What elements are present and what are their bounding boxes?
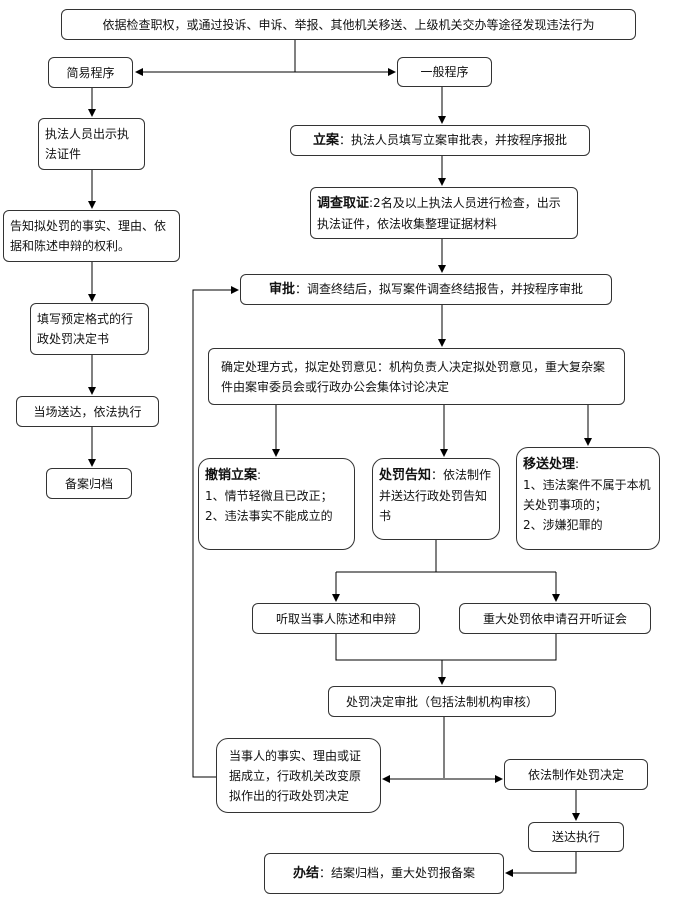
change-text: 当事人的事实、理由或证据成立，行政机关改变原拟作出的行政处罚决定	[229, 748, 362, 803]
approval-text: ：调查终结后，拟写案件调查终结报告，并按程序审批	[295, 282, 584, 296]
close-heading: 办结	[292, 866, 319, 881]
notice-box: 处罚告知：依法制作并送达行政处罚告知书	[372, 458, 500, 540]
decision-approval-text: 处罚决定审批（包括法制机构审核）	[345, 694, 538, 709]
simple-procedure-box: 简易程序	[48, 57, 133, 88]
filing-box: 立案：执法人员填写立案审批表，并按程序报批	[290, 125, 590, 156]
close-text: ：结案归档，重大处罚报备案	[319, 866, 476, 880]
step-text: 当场送达，依法执行	[33, 404, 142, 419]
hear-statement-box: 听取当事人陈述和申辩	[252, 603, 420, 634]
revoke-item: 1、情节轻微且已改正；	[205, 489, 333, 503]
revoke-item: 2、违法事实不能成立的	[205, 509, 333, 523]
general-procedure-label: 一般程序	[420, 65, 469, 79]
colon: :	[575, 457, 580, 471]
decision-approval-box: 处罚决定审批（包括法制机构审核）	[328, 686, 556, 717]
transfer-heading: 移送处理	[523, 457, 576, 472]
notice-heading: 处罚告知	[379, 468, 432, 483]
transfer-box: 移送处理: 1、违法案件不属于本机关处罚事项的； 2、涉嫌犯罪的	[516, 447, 660, 550]
notice-text: ：依法制作并送达行政处罚告知书	[379, 468, 492, 523]
simple-step-archive: 备案归档	[46, 468, 132, 499]
filing-heading: 立案	[312, 133, 339, 148]
step-text: 填写预定格式的行政处罚决定书	[37, 312, 134, 346]
close-box: 办结：结案归档，重大处罚报备案	[264, 853, 504, 894]
change-decision-box: 当事人的事实、理由或证据成立，行政机关改变原拟作出的行政处罚决定	[216, 738, 381, 813]
transfer-item: 1、违法案件不属于本机关处罚事项的；	[523, 478, 651, 512]
investigation-box: 调查取证:2名及以上执法人员进行检查，出示执法证件，依法收集整理证据材料	[310, 187, 578, 239]
step-text: 执法人员出示执法证件	[45, 127, 130, 161]
investigation-text: :2名及以上执法人员进行检查，出示执法证件，依法收集整理证据材料	[317, 195, 561, 231]
colon: :	[257, 468, 262, 482]
revoke-heading: 撤销立案	[205, 468, 258, 483]
start-text: 依据检查职权，或通过投诉、申诉、举报、其他机关移送、上级机关交办等途径发现违法行…	[102, 17, 595, 32]
deliver-box: 送达执行	[528, 822, 624, 852]
start-box: 依据检查职权，或通过投诉、申诉、举报、其他机关移送、上级机关交办等途径发现违法行…	[61, 9, 636, 40]
general-procedure-box: 一般程序	[397, 57, 492, 87]
hear-text: 听取当事人陈述和申辩	[275, 611, 396, 626]
transfer-item: 2、涉嫌犯罪的	[523, 518, 603, 532]
step-text: 告知拟处罚的事实、理由、依据和陈述申辩的权利。	[10, 219, 167, 253]
simple-step-fill-form: 填写预定格式的行政处罚决定书	[30, 303, 149, 355]
simple-step-deliver: 当场送达，依法执行	[16, 396, 159, 427]
filing-text: ：执法人员填写立案审批表，并按程序报批	[339, 133, 568, 147]
hearing-box: 重大处罚依申请召开听证会	[459, 603, 651, 634]
investigation-heading: 调查取证	[317, 195, 370, 211]
hearing-text: 重大处罚依申请召开听证会	[482, 611, 627, 626]
deliver-text: 送达执行	[551, 830, 600, 844]
simple-step-show-id: 执法人员出示执法证件	[38, 118, 145, 170]
approval-box: 审批：调查终结后，拟写案件调查终结报告，并按程序审批	[240, 274, 612, 305]
simple-procedure-label: 简易程序	[66, 65, 115, 80]
make-decision-box: 依法制作处罚决定	[504, 759, 648, 790]
decide-box: 确定处理方式，拟定处罚意见：机构负责人决定拟处罚意见，重大复杂案件由案审委员会或…	[208, 348, 625, 405]
decide-text: 确定处理方式，拟定处罚意见：机构负责人决定拟处罚意见，重大复杂案件由案审委员会或…	[221, 359, 606, 394]
approval-heading: 审批	[268, 282, 295, 297]
simple-step-inform: 告知拟处罚的事实、理由、依据和陈述申辩的权利。	[3, 210, 180, 262]
step-text: 备案归档	[64, 476, 113, 491]
revoke-box: 撤销立案: 1、情节轻微且已改正； 2、违法事实不能成立的	[198, 458, 355, 550]
make-decision-text: 依法制作处罚决定	[527, 767, 624, 782]
